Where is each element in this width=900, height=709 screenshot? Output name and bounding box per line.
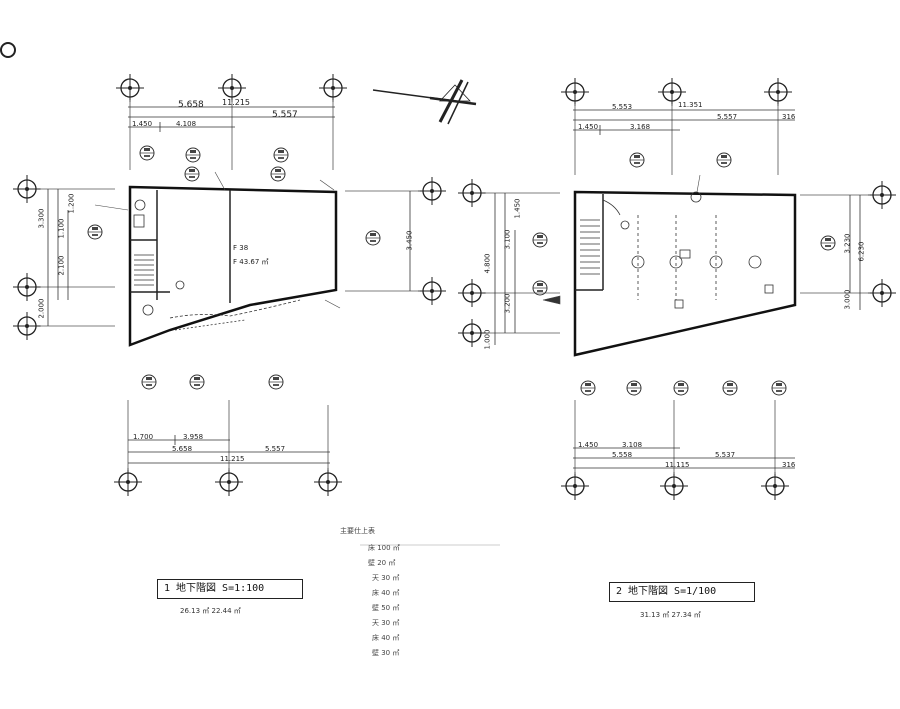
dim-left-left-5: 1.200 (67, 193, 76, 214)
dim-bottom-right-2: 3.108 (622, 441, 643, 449)
legend-row-4: 床 40 ㎡ (372, 589, 400, 597)
dim-left-left-1: 3.300 (37, 208, 46, 229)
legend-row-6: 天 30 ㎡ (372, 619, 400, 627)
legend-row-1: 床 100 ㎡ (368, 544, 400, 552)
plan-left-area: 26.13 ㎡ 22.44 ㎡ (180, 607, 241, 615)
dim-top-left-4: 4.108 (176, 120, 197, 128)
legend-row-3: 天 30 ㎡ (372, 574, 400, 582)
dim-left-right-3: 3.200 (503, 293, 512, 314)
dim-bottom-left-4: 5.557 (265, 445, 286, 453)
room-text-left-2: F 43.67 ㎡ (233, 258, 269, 266)
dim-top-left-3: 1.450 (132, 120, 153, 128)
dim-top-left-2: 5.557 (272, 110, 298, 120)
legend-row-5: 壁 50 ㎡ (372, 604, 400, 612)
dim-top-right-5: 316 (782, 113, 796, 121)
dim-bottom-right-5: 316 (782, 461, 796, 469)
dim-right-right-2: 6.230 (857, 241, 866, 262)
dim-bottom-left-1: 1.700 (133, 433, 154, 441)
plan-left (12, 73, 447, 497)
dim-top-left-total: 11.215 (222, 98, 250, 107)
dim-left-right-5: 1.450 (513, 198, 522, 219)
dim-top-right-3: 1.450 (578, 123, 599, 131)
plan-left-title: 1 地下階図 S=1:100 (157, 579, 303, 599)
room-text-left-1: F 38 (233, 244, 249, 252)
dim-right-left-1: 3.450 (405, 230, 414, 251)
dim-top-left-1: 5.658 (178, 100, 204, 110)
dim-bottom-left-3: 5.658 (172, 445, 193, 453)
north-arrow-icon (372, 79, 477, 125)
dim-left-right-1: 4.800 (483, 253, 492, 274)
legend-row-8: 壁 30 ㎡ (372, 649, 400, 657)
legend-row-2: 壁 20 ㎡ (368, 559, 396, 567)
dim-bottom-right-total: 11.115 (665, 461, 690, 469)
dim-top-right-total: 11.351 (678, 101, 703, 109)
corner-mark-icon (0, 42, 16, 58)
plan-right (457, 77, 897, 501)
dim-right-right-3: 3.000 (843, 289, 852, 310)
plan-right-area: 31.13 ㎡ 27.34 ㎡ (640, 611, 701, 619)
legend-row-7: 床 40 ㎡ (372, 634, 400, 642)
dim-right-right-1: 3.230 (843, 233, 852, 254)
dim-bottom-right-3: 5.558 (612, 451, 633, 459)
dim-left-right-4: 1.000 (483, 329, 492, 350)
dim-bottom-left-2: 3.958 (183, 433, 204, 441)
dim-left-left-4: 2.000 (37, 298, 46, 319)
dim-top-right-2: 5.557 (717, 113, 738, 121)
dim-top-right-4: 3.168 (630, 123, 651, 131)
dim-bottom-right-1: 1.450 (578, 441, 599, 449)
legend-heading: 主要仕上表 (340, 527, 375, 535)
dim-left-left-3: 2.100 (57, 255, 66, 276)
dim-bottom-right-4: 5.537 (715, 451, 736, 459)
dim-bottom-left-total: 11.215 (220, 455, 245, 463)
dim-left-left-2: 1.100 (57, 218, 66, 239)
dim-left-right-2: 3.100 (503, 229, 512, 250)
dim-top-right-1: 5.553 (612, 103, 633, 111)
plan-right-title: 2 地下階図 S=1/100 (609, 582, 755, 602)
